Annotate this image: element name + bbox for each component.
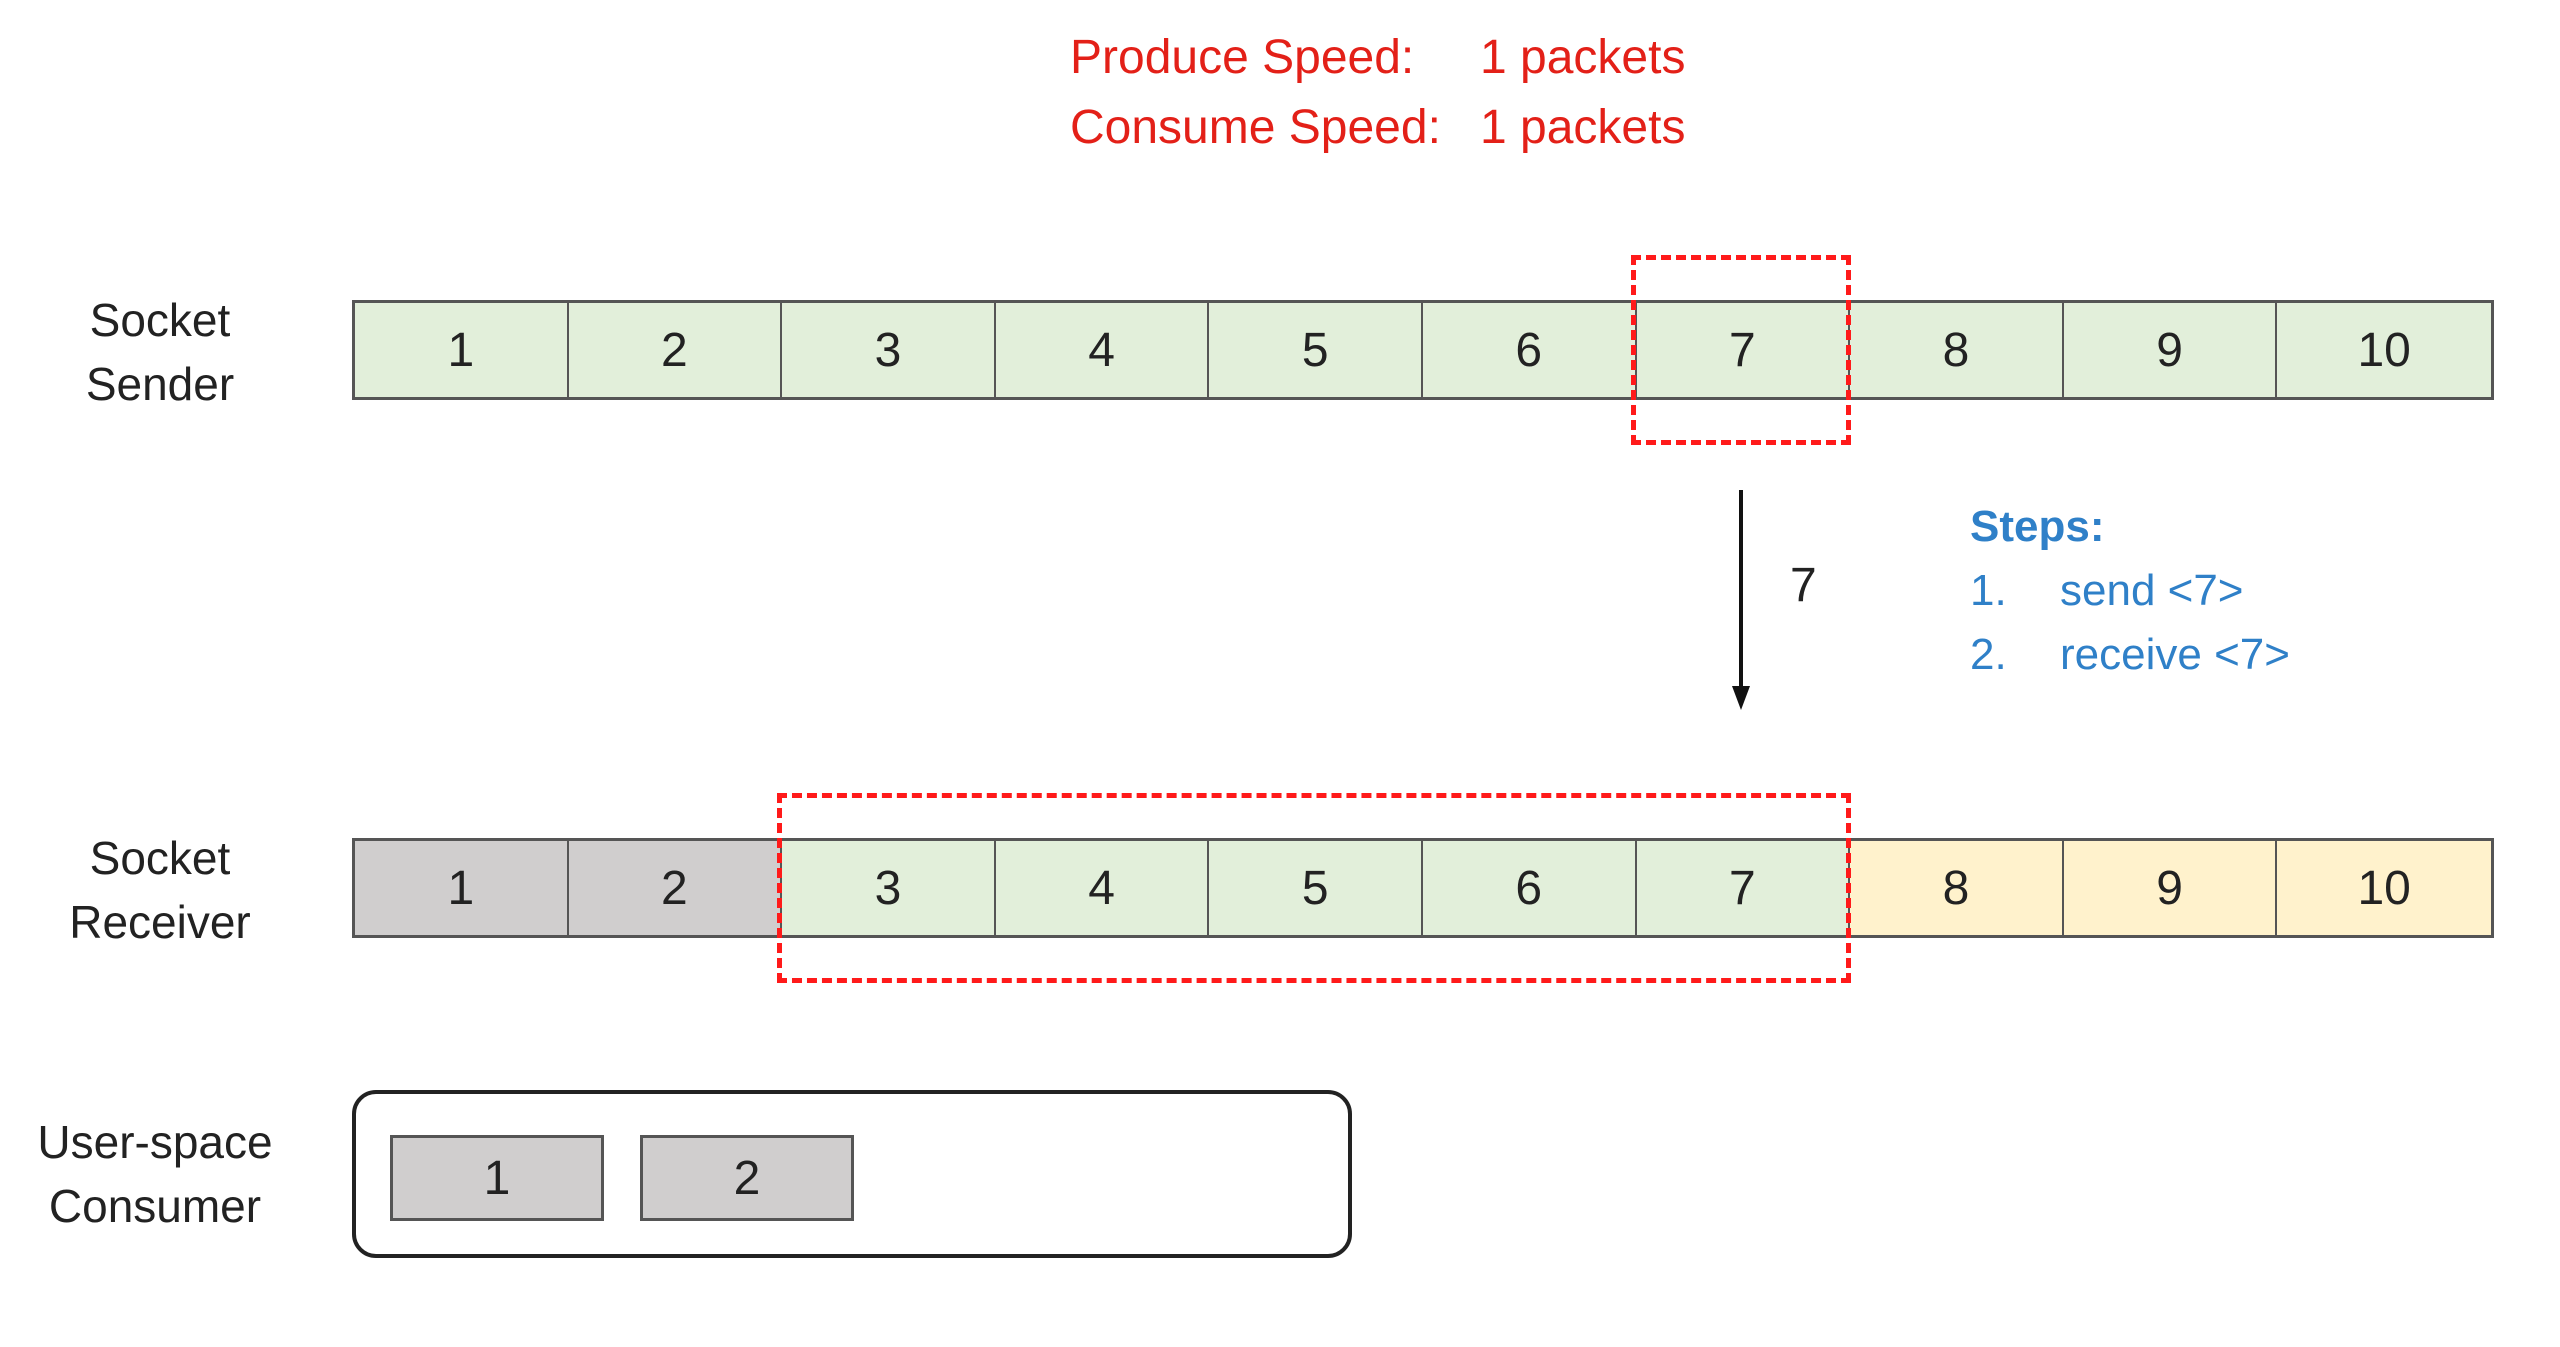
receiver-label-line2: Receiver [69,896,251,948]
receiver-cell-pending: 10 [2277,841,2491,935]
receiver-label: Socket Receiver [10,826,310,954]
sender-cell: 7 [1636,303,1851,397]
consumer-item: 1 [390,1135,604,1221]
transfer-packet-label: 7 [1790,559,1817,612]
consumer-label-line1: User-space [37,1116,273,1168]
receiver-cell-window: 7 [1636,841,1851,935]
sender-cell: 8 [1850,303,2064,397]
sender-label-line1: Socket [89,294,231,346]
sender-label-line2: Sender [85,358,235,410]
receiver-label-line1: Socket [89,832,231,884]
consume-speed-label: Consume Speed: [1070,101,1441,154]
sender-cell: 5 [1209,303,1423,397]
step-item: 1. send <7> [1970,559,2290,623]
sender-cell: 4 [995,303,1210,397]
sender-cell: 3 [782,303,996,397]
transfer-arrow-icon [1732,490,1750,710]
receiver-cell-window: 6 [1422,841,1637,935]
sender-label: Socket Sender [10,288,310,416]
receiver-cell-window: 5 [1209,841,1423,935]
sender-cell: 9 [2063,303,2278,397]
receiver-window-box [777,793,1851,983]
step-number: 2. [1970,630,2007,679]
consumer-label: User-space Consumer [5,1110,305,1238]
consumer-box: 1 2 [352,1090,1352,1258]
produce-speed: Produce Speed: 1 packets [1070,30,1685,86]
produce-speed-value: 1 packets [1480,31,1686,84]
step-number: 1. [1970,566,2007,615]
consume-speed-value: 1 packets [1480,101,1686,154]
step-text: send <7> [2060,566,2244,615]
receiver-cell-consumed: 1 [355,841,569,935]
consumer-label-line2: Consumer [48,1180,262,1232]
produce-speed-label: Produce Speed: [1070,31,1415,84]
sender-cell: 10 [2277,303,2491,397]
sender-cell: 1 [355,303,569,397]
receiver-cell-window: 4 [995,841,1210,935]
step-item: 2. receive <7> [1970,623,2290,687]
receiver-cell-window: 3 [782,841,996,935]
sender-cell: 6 [1422,303,1637,397]
consume-speed: Consume Speed: 1 packets [1070,100,1685,156]
consumer-item: 2 [640,1135,854,1221]
receiver-buffer: 1 2 3 4 5 6 7 8 9 10 [352,838,2494,938]
sender-highlight-box [1631,255,1851,445]
receiver-cell-consumed: 2 [568,841,783,935]
sender-cell: 2 [568,303,783,397]
steps-panel: Steps: 1. send <7> 2. receive <7> [1970,495,2290,687]
receiver-cell-pending: 9 [2063,841,2278,935]
steps-title: Steps: [1970,502,2105,551]
step-text: receive <7> [2060,630,2290,679]
sender-buffer: 1 2 3 4 5 6 7 8 9 10 [352,300,2494,400]
receiver-cell-pending: 8 [1850,841,2064,935]
